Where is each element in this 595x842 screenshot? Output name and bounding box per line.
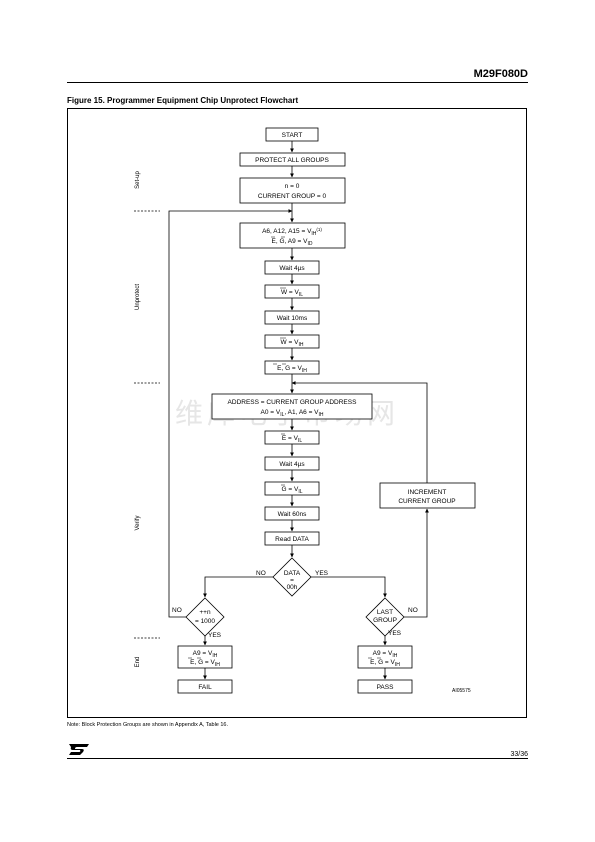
increment-label-2: CURRENT GROUP [398,498,455,505]
figure-title: Figure 15. Programmer Equipment Chip Unp… [67,96,299,105]
init-box [239,177,346,204]
figure-code: AI05575 [452,688,471,694]
init-n-label: n = 0 [285,183,300,190]
pass-label: PASS [377,684,395,691]
g-low-label: G = VIL [282,486,303,495]
end-pass-eg: E, G = VIH [370,659,400,668]
address-label-2: A0 = VIL, A1, A6 = VIH [260,409,323,418]
fail-label: FAIL [198,684,212,691]
increment-box [379,482,476,509]
address-label-1: ADDRESS = CURRENT GROUP ADDRESS [228,399,358,406]
end-fail-eg: E, G = VIH [190,659,220,668]
figure-note: Note: Block Protection Groups are shown … [67,722,229,728]
pass-box [357,679,413,694]
last-decision-l1: LAST [377,609,393,616]
data-decision [272,557,312,597]
wait-10ms-label: Wait 10ms [277,315,308,322]
init-group-label: CURRENT GROUP = 0 [258,193,327,200]
w-low-label: W = VIL [281,289,303,298]
data-decision-l1: DATA [284,570,301,577]
phase-label-unprotect: Unprotect [135,284,141,310]
protect-all-label: PROTECT ALL GROUPS [255,157,329,164]
data-decision-l3: 00h [287,584,298,591]
footer-rule [67,758,528,759]
n-yes-label: YES [208,632,222,639]
data-no-label: NO [256,570,266,577]
last-decision-l2: GROUP [373,617,397,624]
read-data-label: Read DATA [275,536,309,543]
address-box [211,393,373,420]
figure-frame [67,108,527,718]
last-no-label: NO [408,607,418,614]
fail-box [177,679,233,694]
n-decision-l1: ++n [199,609,211,616]
wait-60ns-label: Wait 60ns [278,511,307,518]
ctrl-pins-label: E, G, A9 = VID [272,238,313,247]
protect-all-box [239,152,346,167]
wait-4us-label-2: Wait 4µs [279,461,305,468]
data-decision-l2: = [290,577,294,584]
addr-pins-box [239,222,346,249]
n-decision-l2: = 1000 [195,618,215,625]
e-low-label: E = VIL [282,435,302,444]
n-no-label: NO [172,607,182,614]
w-high-label: W = VIH [281,339,304,348]
increment-label-1: INCREMENT [408,489,447,496]
header-rule [67,82,528,83]
wait-4us-label-1: Wait 4µs [279,265,305,272]
st-logo-icon [69,744,89,755]
page-number: 33/36 [510,751,528,758]
end-fail-a9: A9 = VIH [193,650,218,659]
addr-pins-label: A6, A12, A15 = VIH(1) [262,227,322,237]
phase-label-verify: Verify [135,515,141,530]
start-label: START [282,132,303,139]
data-yes-label: YES [315,570,329,577]
end-pass-a9: A9 = VIH [373,650,398,659]
n-decision [185,597,225,637]
phase-label-setup: Set-up [135,171,141,189]
eg-high-label: E, G = VIH [277,365,307,374]
phase-label-end: End [135,657,141,668]
last-yes-label: YES [388,630,402,637]
part-number: M29F080D [473,68,528,80]
